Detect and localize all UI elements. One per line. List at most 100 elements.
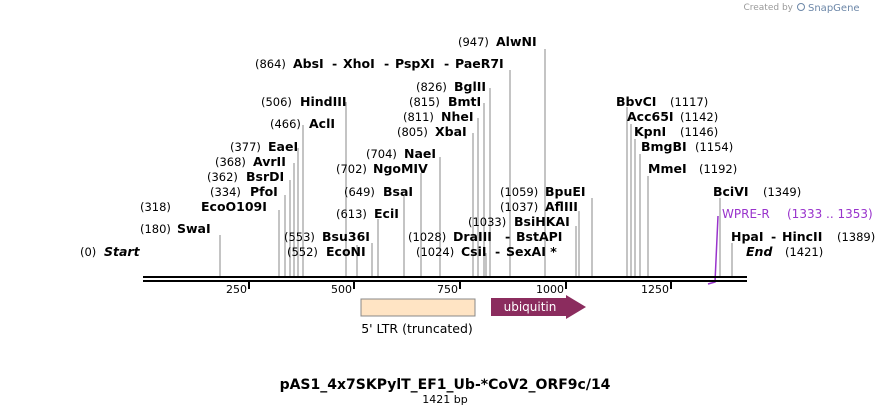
site-name: EcoO109I [201, 199, 267, 214]
site-pos: (1059) [500, 185, 538, 199]
site-name: AflIII [545, 199, 578, 214]
tick-label: 500 [331, 283, 352, 296]
site-name: PfoI [250, 184, 278, 199]
site-pos: (1033) [468, 215, 506, 229]
site-pos: (1037) [500, 200, 538, 214]
site-pos: (1028) [408, 230, 446, 244]
tick-label: 750 [437, 283, 458, 296]
site-pos: (1192) [699, 162, 737, 176]
ubiquitin-feature [491, 295, 586, 319]
site-pos: (613) [336, 207, 367, 221]
primer-name: WPRE-R [722, 207, 770, 221]
site-name: EcoNI [326, 244, 366, 259]
site-name: AbsI [293, 56, 324, 71]
site-name: NgoMIV [373, 161, 428, 176]
map-title: pAS1_4x7SKPylT_EF1_Ub-*CoV2_ORF9c/14 [280, 377, 611, 393]
tick-label: 250 [226, 283, 247, 296]
svg-text:-: - [384, 56, 389, 71]
site-name: BsiHKAI [514, 214, 570, 229]
site-pos: (377) [230, 140, 261, 154]
site-pos: (815) [409, 95, 440, 109]
site-pos: (334) [210, 185, 241, 199]
site-pos: (704) [366, 147, 397, 161]
site-name: BstAPI [516, 229, 562, 244]
site-pos: (947) [458, 35, 489, 49]
site-name: XbaI [435, 124, 467, 139]
site-pos: (1142) [680, 110, 718, 124]
snapgene-logo-icon [797, 3, 805, 11]
ubiquitin-feature-label: ubiquitin [504, 300, 557, 314]
svg-text:-: - [771, 229, 776, 244]
tick-label: 1000 [536, 283, 564, 296]
backbone-bottom-strand [143, 280, 747, 282]
site-pos: (805) [397, 125, 428, 139]
site-name: CsiI [461, 244, 487, 259]
site-name: SwaI [177, 221, 211, 236]
start-pos: (0) [80, 245, 96, 259]
site-pos: (552) [287, 245, 318, 259]
site-pos: (826) [416, 80, 447, 94]
site-pos: (649) [344, 185, 375, 199]
primer-range: (1333 .. 1353) [787, 207, 873, 221]
site-name: DraIII [453, 229, 492, 244]
site-pos: (318) [140, 200, 171, 214]
site-name: BsrDI [246, 169, 284, 184]
backbone-top-strand [143, 276, 747, 278]
site-pos: (466) [270, 117, 301, 131]
site-name: HincII [782, 229, 822, 244]
site-pos: (702) [336, 162, 367, 176]
svg-text:-: - [495, 244, 500, 259]
svg-text:-: - [332, 56, 337, 71]
end-label: End [746, 244, 773, 259]
site-name: HpaI [731, 229, 764, 244]
site-pos: (1117) [670, 95, 708, 109]
site-name: PaeR7I [455, 56, 504, 71]
site-name: AclI [309, 116, 335, 131]
site-pos: (1146) [680, 125, 718, 139]
svg-text:-: - [505, 229, 510, 244]
site-pos: (368) [215, 155, 246, 169]
site-name: EciI [374, 206, 399, 221]
tick-label: 1250 [641, 283, 669, 296]
ltr-feature-label: 5' LTR (truncated) [361, 321, 473, 336]
site-name: BglII [454, 79, 486, 94]
end-pos: (1421) [785, 245, 823, 259]
site-name: AvrII [253, 154, 286, 169]
map-length: 1421 bp [422, 393, 467, 406]
site-name: KpnI [634, 124, 666, 139]
snapgene-brand: SnapGene [808, 3, 860, 14]
site-name: HindIII [300, 94, 347, 109]
site-name: BmtI [448, 94, 481, 109]
ruler: 250 500 750 1000 1250 [226, 282, 672, 296]
created-by-text: Created by [743, 3, 793, 13]
site-pos: (180) [140, 222, 171, 236]
site-pos: (362) [207, 170, 238, 184]
ltr-feature [360, 298, 476, 317]
site-name: BciVI [713, 184, 749, 199]
site-name: BsaI [383, 184, 413, 199]
site-name: AlwNI [496, 34, 537, 49]
start-label: Start [104, 244, 141, 259]
site-pos: (1154) [695, 140, 733, 154]
site-name: SexAI * [506, 244, 557, 259]
site-labels: (0) Start (180) SwaI (318) EcoO109I (334… [80, 34, 875, 259]
site-pos: (506) [261, 95, 292, 109]
site-pos: (553) [284, 230, 315, 244]
primer-arrow [707, 215, 719, 285]
site-name: BbvCI [616, 94, 656, 109]
site-name: XhoI [343, 56, 375, 71]
site-name: Bsu36I [322, 229, 370, 244]
site-pos: (1349) [763, 185, 801, 199]
svg-text:-: - [444, 56, 449, 71]
site-name: EaeI [268, 139, 298, 154]
site-name: BpuEI [545, 184, 586, 199]
site-lines [219, 49, 733, 276]
site-pos: (811) [403, 110, 434, 124]
site-name: Acc65I [627, 109, 674, 124]
site-name: NheI [441, 109, 474, 124]
site-pos: (1389) [837, 230, 875, 244]
site-name: MmeI [648, 161, 687, 176]
site-name: BmgBI [641, 139, 687, 154]
site-name: NaeI [404, 146, 436, 161]
